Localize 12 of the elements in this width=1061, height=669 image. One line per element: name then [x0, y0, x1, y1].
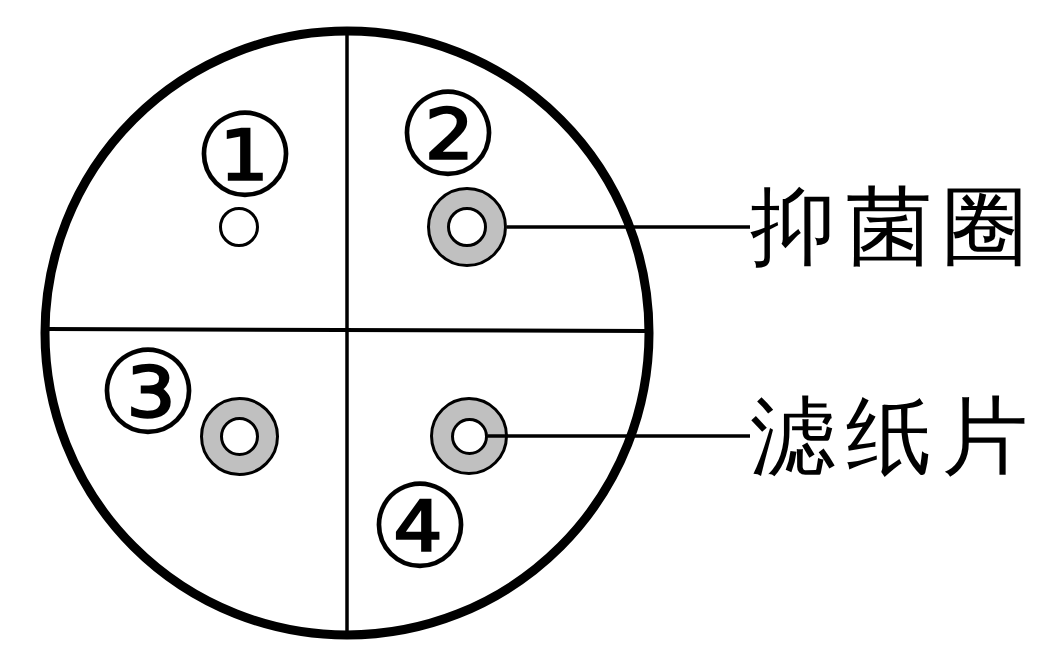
callout-number: ②	[396, 78, 500, 194]
callout-number: ①	[193, 99, 297, 215]
callout-label: 抑菌圈	[750, 184, 1038, 270]
leader-line	[487, 434, 750, 438]
callout-number: ③	[96, 336, 200, 452]
filter-paper-disc	[219, 207, 259, 247]
callout-label: 滤纸片	[750, 394, 1038, 480]
callout-number: ④	[368, 470, 472, 586]
inhibition-zone	[430, 397, 508, 475]
inhibition-zone	[199, 396, 279, 476]
leader-line	[507, 225, 750, 229]
inhibition-zone	[427, 187, 507, 267]
